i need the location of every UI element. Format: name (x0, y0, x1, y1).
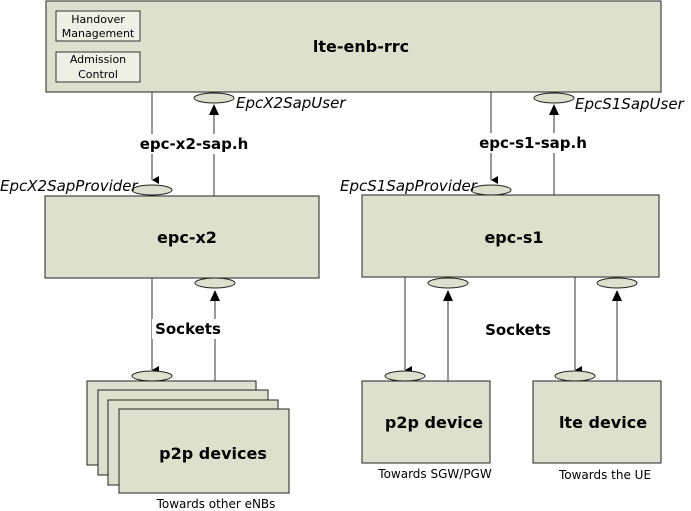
p2p-devices-box (118, 408, 290, 494)
x2-user-arrowhead (209, 104, 219, 115)
p2p-device-box (361, 380, 491, 464)
s1-interface-label: epc-s1-sap.h (479, 134, 587, 152)
x2-user-sap-label: EpcX2SapUser (236, 94, 346, 112)
p2p-devices-caption: Towards other eNBs (156, 497, 276, 511)
handover-label-line2: Management (62, 27, 135, 40)
lte-enb-rrc-module (45, 0, 662, 93)
s1-lte-up-arrowhead (612, 290, 622, 301)
epc-s1-title: epc-s1 (484, 228, 543, 247)
p2p-device-caption: Towards SGW/PGW (377, 467, 492, 481)
s1-lte-lower-port (554, 370, 596, 382)
s1-user-arrowhead (549, 104, 559, 115)
lte-enb-rrc-title: lte-enb-rrc (313, 37, 409, 56)
admission-label-line1: Admission (70, 53, 126, 66)
p2p-devices-title: p2p devices (159, 444, 267, 463)
s1-provider-sap-port (470, 184, 512, 196)
x2-sockets-label: Sockets (155, 320, 221, 338)
s1-p2p-lower-port (384, 370, 426, 382)
p2p-device-title: p2p device (385, 413, 483, 432)
x2-socket-lower-port (131, 370, 173, 382)
s1-provider-sap-label: EpcS1SapProvider (340, 177, 478, 195)
s1-p2p-upper-port (427, 277, 469, 289)
admission-control-box (55, 51, 141, 83)
lte-device-box (532, 380, 662, 464)
x2-provider-sap-label: EpcX2SapProvider (0, 177, 138, 195)
x2-user-sap-port (193, 92, 235, 104)
s1-p2p-up-arrowhead (443, 290, 453, 301)
s1-user-sap-port (533, 92, 575, 104)
epc-x2-title: epc-x2 (157, 228, 217, 247)
x2-socket-upper-port (194, 277, 236, 289)
x2-socket-up-arrowhead (210, 290, 220, 301)
lte-device-title: lte device (559, 413, 647, 432)
s1-user-sap-label: EpcS1SapUser (575, 95, 685, 113)
x2-interface-label: epc-x2-sap.h (140, 135, 249, 153)
handover-label-line1: Handover (71, 13, 125, 26)
handover-management-box (55, 10, 141, 42)
admission-label-line2: Control (78, 68, 118, 81)
s1-sockets-label: Sockets (485, 321, 551, 339)
epc-s1-module (361, 194, 660, 278)
s1-lte-upper-port (596, 277, 638, 289)
x2-provider-sap-port (131, 184, 173, 196)
epc-x2-module (44, 195, 320, 279)
lte-device-caption: Towards the UE (558, 468, 651, 482)
